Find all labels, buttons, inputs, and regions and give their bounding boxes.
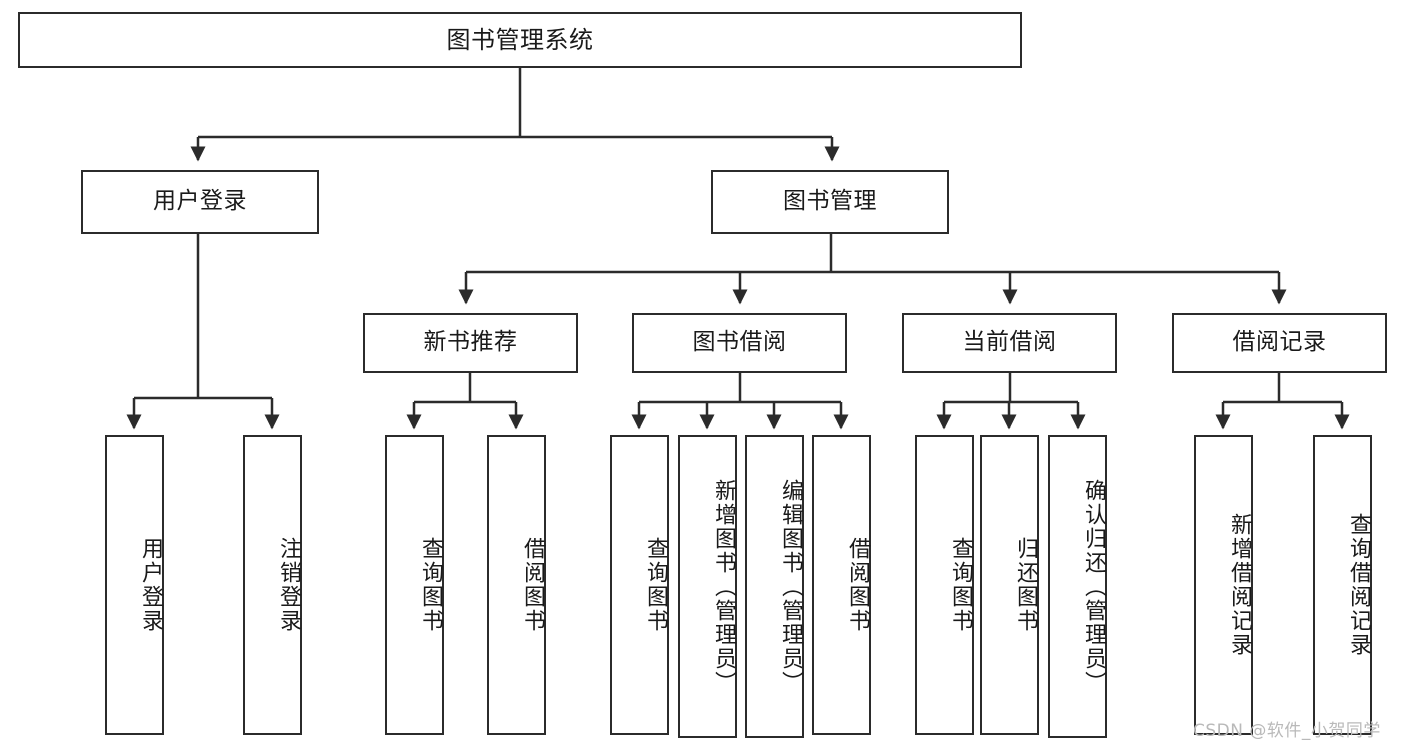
- node-user-login[interactable]: 用户登录: [81, 170, 319, 234]
- node-label: 借阅图书: [520, 537, 545, 633]
- node-label: 图书管理: [783, 188, 877, 215]
- node-book-management[interactable]: 图书管理: [711, 170, 949, 234]
- node-leaf-edit-book-admin[interactable]: 编辑图书（管理员）: [745, 435, 804, 738]
- node-label: 图书借阅: [692, 329, 787, 356]
- node-label: 用户登录: [153, 188, 247, 215]
- node-leaf-query-book-borrow[interactable]: 查询图书: [610, 435, 669, 735]
- node-label: 归还图书: [1013, 537, 1038, 633]
- node-label: 查询图书: [948, 537, 973, 633]
- node-label: 查询图书: [643, 537, 668, 633]
- node-leaf-return-book[interactable]: 归还图书: [980, 435, 1039, 735]
- node-label: 借阅图书: [845, 537, 870, 633]
- watermark-text: CSDN @软件_小贺同学: [1193, 721, 1381, 741]
- node-leaf-add-borrow-record[interactable]: 新增借阅记录: [1194, 435, 1253, 735]
- node-label: 确认归还（管理员）: [1081, 478, 1106, 695]
- node-label: 查询图书: [418, 537, 443, 633]
- node-book-borrow[interactable]: 图书借阅: [632, 313, 847, 373]
- node-leaf-query-book-current[interactable]: 查询图书: [915, 435, 974, 735]
- node-leaf-logout-login[interactable]: 注销登录: [243, 435, 302, 735]
- node-leaf-add-book-admin[interactable]: 新增图书（管理员）: [678, 435, 737, 738]
- node-borrow-record[interactable]: 借阅记录: [1172, 313, 1387, 373]
- node-label: 新增图书（管理员）: [711, 478, 736, 695]
- node-leaf-confirm-return-admin[interactable]: 确认归还（管理员）: [1048, 435, 1107, 738]
- node-leaf-borrow-book-recommend[interactable]: 借阅图书: [487, 435, 546, 735]
- node-root-book-management-system[interactable]: 图书管理系统: [18, 12, 1022, 68]
- node-leaf-query-borrow-record[interactable]: 查询借阅记录: [1313, 435, 1372, 735]
- node-new-book-recommend[interactable]: 新书推荐: [363, 313, 578, 373]
- node-label: 查询借阅记录: [1346, 513, 1371, 657]
- node-label: 用户登录: [138, 537, 163, 633]
- node-leaf-query-book-recommend[interactable]: 查询图书: [385, 435, 444, 735]
- node-label: 借阅记录: [1232, 329, 1327, 356]
- node-label: 新增借阅记录: [1227, 513, 1252, 657]
- node-label: 编辑图书（管理员）: [778, 478, 803, 695]
- node-label: 图书管理系统: [446, 25, 594, 54]
- node-current-borrow[interactable]: 当前借阅: [902, 313, 1117, 373]
- node-leaf-borrow-book[interactable]: 借阅图书: [812, 435, 871, 735]
- node-leaf-user-login[interactable]: 用户登录: [105, 435, 164, 735]
- node-label: 当前借阅: [962, 329, 1057, 356]
- node-label: 新书推荐: [423, 329, 518, 356]
- node-label: 注销登录: [276, 537, 301, 633]
